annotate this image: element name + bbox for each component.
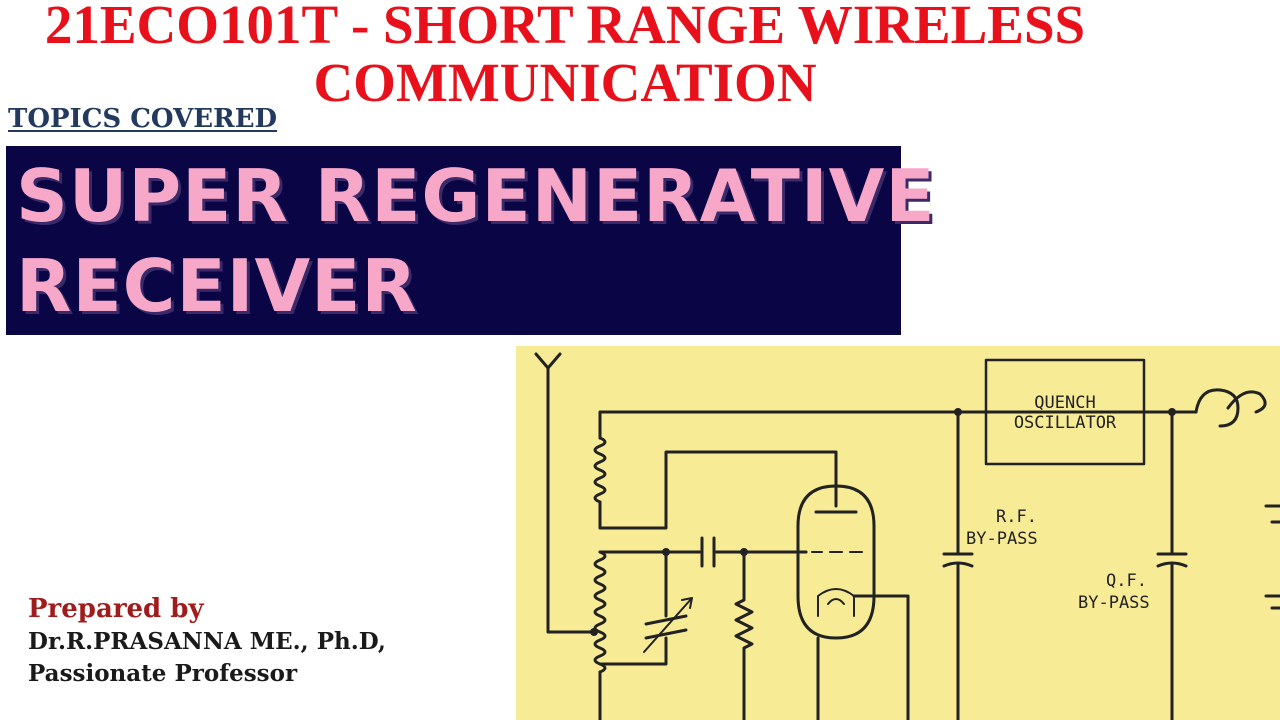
topic-title-line-1: SUPER REGENERATIVE: [16, 154, 936, 238]
course-title-line-1: 21ECO101T - SHORT RANGE WIRELESS: [44, 0, 1086, 55]
prepared-by-label: Prepared by: [28, 594, 204, 624]
topics-covered-label: TOPICS COVERED: [8, 104, 278, 134]
headphones-symbol: [1194, 388, 1267, 428]
author-designation: Passionate Professor: [28, 660, 298, 687]
tickler-coil: [593, 436, 607, 504]
circuit-diagram: QUENCH OSCILLATOR R.F. BY-PASS Q.F. BY-P…: [516, 346, 1280, 720]
rf-bypass-capacitor: [942, 410, 974, 720]
vacuum-tube: [796, 484, 876, 640]
junction-dots: [590, 408, 1176, 636]
qf-bypass-label-1: Q.F.: [1106, 571, 1147, 591]
antenna-symbol: [534, 352, 596, 634]
variable-capacitor: [598, 597, 693, 666]
qf-bypass-capacitor: [1156, 410, 1188, 720]
grid-capacitor: [664, 536, 808, 568]
quench-label-2: OSCILLATOR: [1014, 413, 1117, 433]
author-block: Prepared by Dr.R.PRASANNA ME., Ph.D, Pas…: [28, 592, 386, 690]
battery-symbol: [1264, 504, 1280, 610]
rf-bypass-label-1: R.F.: [996, 507, 1037, 527]
quench-label-1: QUENCH: [1034, 393, 1095, 413]
tuning-coil: [593, 550, 607, 674]
rf-bypass-label-2: BY-PASS: [966, 529, 1038, 549]
topic-title-line-2: RECEIVER: [16, 244, 418, 328]
course-title-line-2: COMMUNICATION: [313, 52, 817, 113]
circuit-schematic: QUENCH OSCILLATOR R.F. BY-PASS Q.F. BY-P…: [534, 352, 1280, 720]
topic-title-banner: SUPER REGENERATIVE RECEIVER: [6, 146, 935, 335]
author-name: Dr.R.PRASANNA ME., Ph.D,: [28, 628, 386, 655]
top-bus-wire: [598, 410, 1168, 440]
course-title: 21ECO101T - SHORT RANGE WIRELESS COMMUNI…: [0, 0, 1130, 112]
qf-bypass-label-2: BY-PASS: [1078, 593, 1150, 613]
grid-leak-resistor: [734, 550, 754, 720]
